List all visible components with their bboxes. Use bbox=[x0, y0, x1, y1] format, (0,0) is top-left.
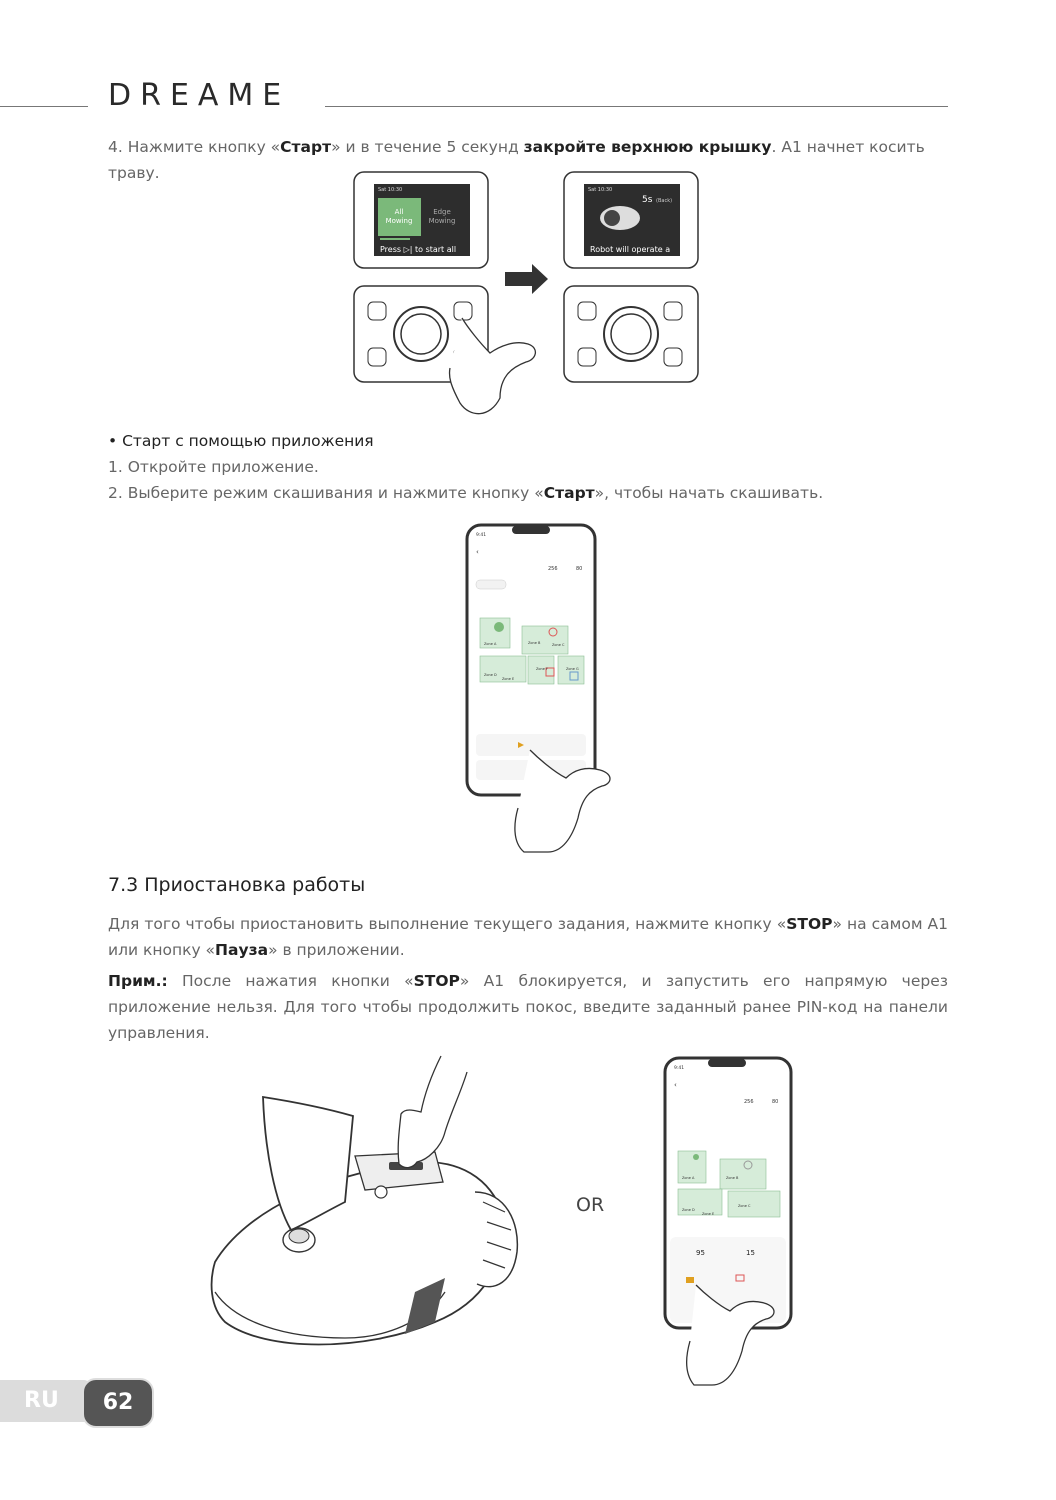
svg-text:Zone C: Zone C bbox=[552, 643, 565, 647]
phone1-battery: 80 bbox=[576, 566, 582, 572]
tile2-line2: Mowing bbox=[429, 217, 456, 225]
phone1-back-icon: ‹ bbox=[476, 548, 479, 556]
svg-text:Zone D: Zone D bbox=[682, 1208, 695, 1212]
back-button-icon bbox=[367, 347, 387, 367]
tile1-line1: All bbox=[395, 208, 404, 216]
svg-text:Zone B: Zone B bbox=[528, 641, 541, 645]
svg-text:Zone C: Zone C bbox=[738, 1204, 751, 1208]
svg-text:Zone A: Zone A bbox=[484, 642, 497, 646]
language-code: RU bbox=[24, 1388, 59, 1413]
end-icon[interactable] bbox=[735, 1274, 745, 1282]
step4-text: 4. Нажмите кнопку «Старт» и в течение 5 … bbox=[108, 138, 925, 182]
phone1-start-button[interactable] bbox=[476, 734, 586, 756]
screen2-time: Sat 10:30 bbox=[588, 187, 612, 193]
phone2-time: 9:41 bbox=[674, 1065, 684, 1071]
header-rule-left bbox=[0, 106, 88, 107]
phone2-stat1: 95 bbox=[696, 1249, 705, 1257]
phone1-area: 256 bbox=[548, 566, 558, 572]
tile2-line1: Edge bbox=[433, 208, 451, 216]
or-label: OR bbox=[576, 1194, 605, 1216]
phone-app-start-illustration: 9:41 ‹ 256 80 Zone A Zone B Zone C Zone … bbox=[465, 523, 611, 853]
power-button-icon bbox=[367, 301, 387, 321]
phone2-area: 256 bbox=[744, 1099, 754, 1105]
phone2-back-icon: ‹ bbox=[674, 1081, 677, 1089]
pause-note: Прим.: После нажатия кнопки «STOP» A1 бл… bbox=[108, 972, 948, 1042]
mower-stop-illustration bbox=[210, 1055, 519, 1346]
screen1-hint: Press ▷| to start all bbox=[380, 245, 456, 254]
screen2-message: Robot will operate a bbox=[590, 245, 670, 254]
phone-app-pause-illustration: 9:41 ‹ 256 80 Zone A Zone B Zone D Zone … bbox=[663, 1056, 793, 1386]
mower-front-panel bbox=[405, 1278, 445, 1334]
play-icon bbox=[518, 742, 524, 748]
mower-body bbox=[210, 1161, 506, 1346]
pause-instructions: Для того чтобы приостановить выполнение … bbox=[108, 915, 948, 959]
svg-text:Zone B: Zone B bbox=[726, 1176, 739, 1180]
header-rule-right bbox=[325, 106, 948, 107]
svg-text:Zone D: Zone D bbox=[484, 673, 497, 677]
all-mowing-tile bbox=[378, 198, 421, 236]
hand-tap-icon-2 bbox=[686, 1284, 775, 1386]
tile1-line2: Mowing bbox=[386, 217, 413, 225]
page-number-badge: 62 bbox=[82, 1378, 154, 1428]
control-panel-2 bbox=[563, 285, 699, 383]
language-tab: RU bbox=[0, 1380, 90, 1422]
phone-notch bbox=[512, 526, 550, 534]
arrow-right-icon bbox=[505, 264, 548, 294]
phone2-battery: 80 bbox=[772, 1099, 778, 1105]
phone1-map-select bbox=[475, 579, 507, 590]
hand-icon bbox=[448, 317, 536, 415]
wheel-icon bbox=[474, 1191, 519, 1288]
phone1-time: 9:41 bbox=[476, 532, 486, 538]
progress-indicator bbox=[380, 238, 410, 240]
page-number: 62 bbox=[102, 1390, 134, 1415]
back-label: (Back) bbox=[656, 198, 672, 204]
hand-tap-icon bbox=[514, 749, 611, 853]
pointing-hand-icon bbox=[397, 1055, 468, 1169]
screen1-time: Sat 10:30 bbox=[378, 187, 402, 193]
pause-icon[interactable] bbox=[686, 1277, 694, 1283]
app-start-step1: 1. Откройте приложение. bbox=[108, 458, 319, 476]
control-panel-illustration: Sat 10:30 All Mowing Edge Mowing Press ▷… bbox=[353, 171, 699, 415]
svg-text:Zone E: Zone E bbox=[502, 677, 514, 681]
svg-text:Zone E: Zone E bbox=[702, 1212, 714, 1216]
svg-text:Zone F: Zone F bbox=[536, 667, 548, 671]
app-start-heading: • Старт с помощью приложения bbox=[108, 432, 374, 450]
countdown: 5s bbox=[642, 195, 653, 205]
brand-logo: DREAME bbox=[108, 78, 291, 113]
section-7-3-title: 7.3 Приостановка работы bbox=[108, 874, 366, 896]
app-start-step2: 2. Выберите режим скашивания и нажмите к… bbox=[108, 484, 824, 502]
robot-location-icon bbox=[494, 622, 504, 632]
phone2-stat2: 15 bbox=[746, 1249, 755, 1257]
svg-text:Zone G: Zone G bbox=[566, 667, 579, 671]
svg-text:Zone A: Zone A bbox=[682, 1176, 695, 1180]
open-cover bbox=[262, 1095, 354, 1232]
